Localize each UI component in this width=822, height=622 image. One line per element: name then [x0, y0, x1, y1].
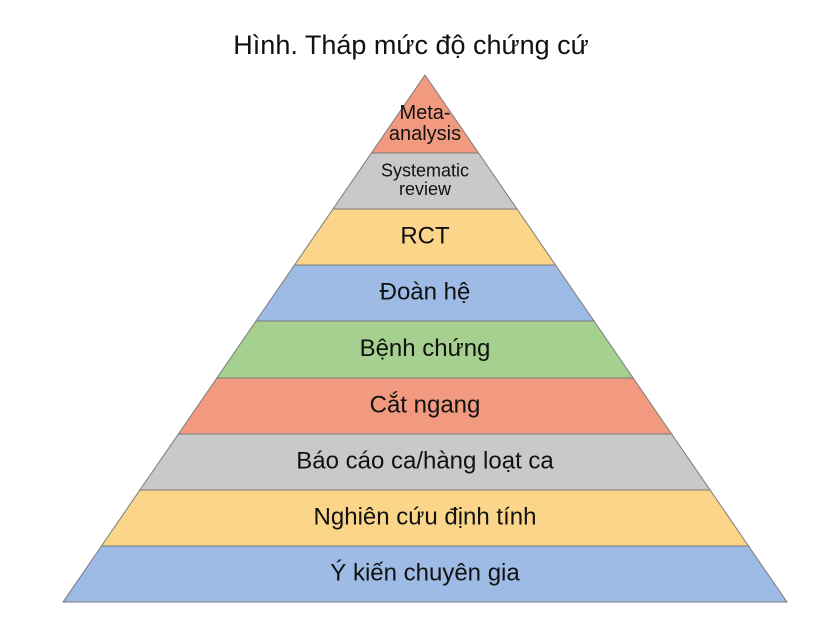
- diagram-title: Hình. Tháp mức độ chứng cứ: [233, 30, 589, 60]
- level-systematic-review-label: review: [399, 179, 452, 199]
- level-expert-opinion-band: [62, 545, 788, 603]
- level-case-control-label: Bệnh chứng: [360, 335, 491, 362]
- level-meta-analysis-label: analysis: [389, 123, 461, 145]
- level-cohort-label: Đoàn hệ: [380, 278, 471, 305]
- level-qualitative-label: Nghiên cứu định tính: [314, 503, 537, 530]
- level-cross-sectional-label: Cắt ngang: [370, 391, 481, 418]
- level-case-report-label: Báo cáo ca/hàng loạt ca: [296, 447, 554, 474]
- level-systematic-review-label: Systematic: [381, 160, 469, 180]
- level-meta-analysis-label: Meta-: [399, 102, 450, 124]
- level-expert-opinion-label: Ý kiến chuyên gia: [330, 559, 520, 586]
- level-rct-label: RCT: [400, 222, 450, 249]
